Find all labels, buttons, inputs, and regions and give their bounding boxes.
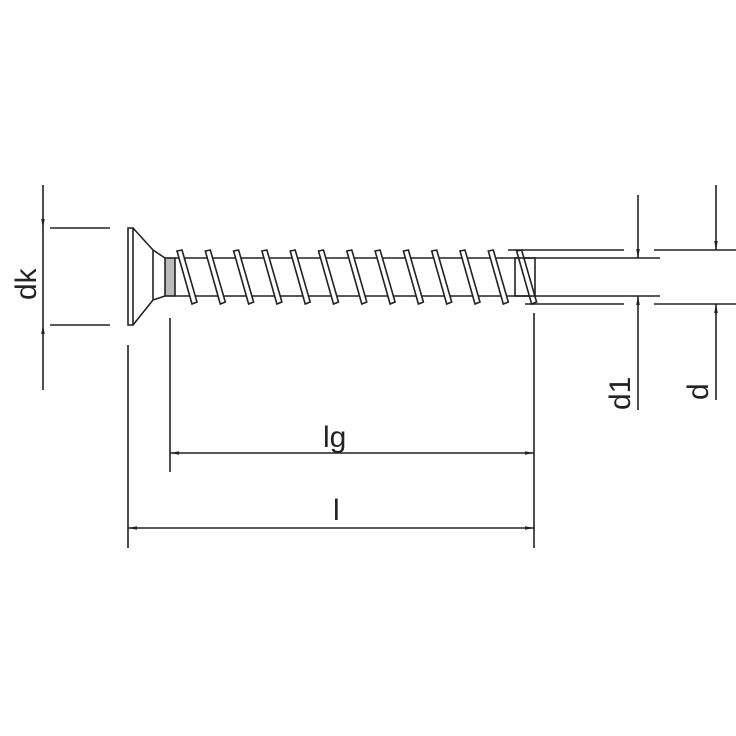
thread-ridge [204,249,227,306]
label-lg: lg [323,421,346,454]
thread-ridge [345,249,368,306]
thread-ridge [260,249,283,306]
label-l: l [333,494,340,527]
label-dk: dk [10,267,43,300]
thread-ridge [317,249,340,306]
thread-ridge [175,249,198,306]
thread-ridge [232,249,255,306]
label-d: d [682,383,715,400]
screw-head [127,227,166,326]
label-d1: d1 [604,377,637,410]
thread-ridge [430,249,453,306]
head-neck [164,257,176,297]
screw-tip [514,257,536,297]
thread-ridge [402,249,425,306]
thread-ridge [458,249,481,306]
thread-ridge [374,249,397,306]
thread-ridge [289,249,312,306]
thread [175,249,538,306]
thread-ridge [487,249,510,306]
